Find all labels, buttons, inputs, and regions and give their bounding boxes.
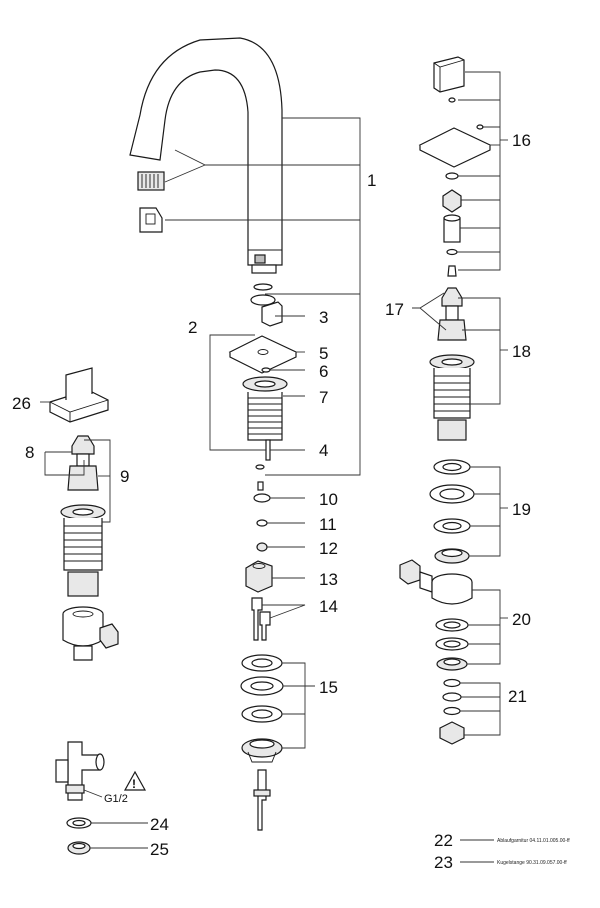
callout-20: 20 xyxy=(512,610,531,629)
aerator-insert xyxy=(137,171,165,191)
leader-lines-notes xyxy=(460,839,494,863)
callout-9: 9 xyxy=(120,467,129,486)
right-column-parts xyxy=(399,56,492,745)
callout-16: 16 xyxy=(512,131,531,150)
callout-5: 5 xyxy=(319,344,328,363)
callout-24: 24 xyxy=(150,815,169,834)
center-column-parts xyxy=(228,283,298,831)
leader-lines-right xyxy=(412,71,508,736)
callout-7: 7 xyxy=(319,388,328,407)
part-22-description: Ablaufgarnitur 04.11.01.005.00-ff xyxy=(497,838,570,844)
callout-25: 25 xyxy=(150,840,169,859)
callout-18: 18 xyxy=(512,342,531,361)
callout-4: 4 xyxy=(319,441,328,460)
callout-12: 12 xyxy=(319,539,338,558)
thread-size-label: G1/2 xyxy=(104,793,128,805)
callout-21: 21 xyxy=(508,687,527,706)
leader-lines-center xyxy=(209,315,315,749)
callout-10: 10 xyxy=(319,490,338,509)
callout-8: 8 xyxy=(25,443,34,462)
spout-part xyxy=(129,37,283,274)
callout-1: 1 xyxy=(367,171,376,190)
callout-26: 26 xyxy=(12,394,31,413)
leader-lines-1 xyxy=(164,117,361,476)
callout-numbers: 1 2 3 4 5 6 7 8 9 10 11 12 13 14 15 16 1… xyxy=(12,131,531,872)
callout-15: 15 xyxy=(319,678,338,697)
callout-6: 6 xyxy=(319,362,328,381)
callout-19: 19 xyxy=(512,500,531,519)
callout-22: 22 xyxy=(434,831,453,850)
warning-icon: ! xyxy=(132,777,136,791)
text-labels: G1/2 ! Ablaufgarnitur 04.11.01.005.00-ff… xyxy=(104,777,570,866)
callout-14: 14 xyxy=(319,597,338,616)
leader-lines-left xyxy=(40,401,148,849)
callout-3: 3 xyxy=(319,308,328,327)
callout-13: 13 xyxy=(319,570,338,589)
aerator-key xyxy=(139,207,163,233)
callout-2: 2 xyxy=(188,318,197,337)
callout-11: 11 xyxy=(319,515,337,534)
left-column-parts xyxy=(49,367,147,855)
callout-17: 17 xyxy=(385,300,404,319)
callout-23: 23 xyxy=(434,853,453,872)
part-23-description: Kugelstange 90.31.09.057.00-ff xyxy=(497,860,567,866)
